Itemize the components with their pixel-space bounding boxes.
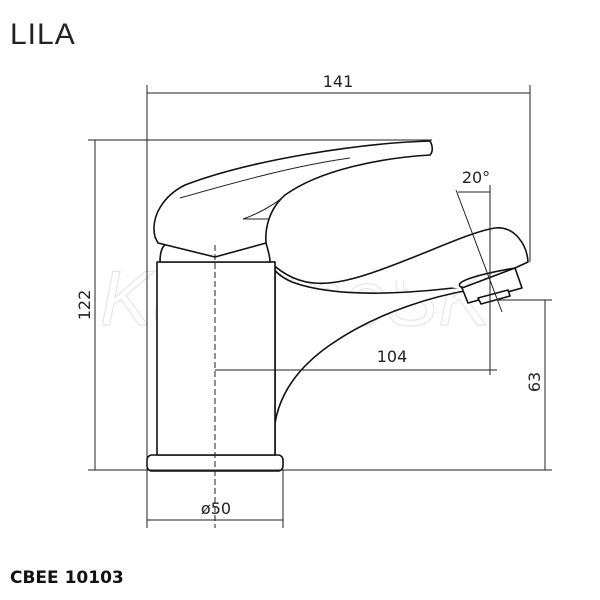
- aerator-tip: [477, 289, 511, 305]
- dimension-104: 104: [377, 347, 408, 366]
- dimension-lines: [88, 85, 552, 528]
- dimension-122: 122: [75, 290, 94, 321]
- lever-handle: [153, 140, 434, 258]
- product-code: CBEE 10103: [10, 568, 124, 588]
- dimension-angle-20: 20°: [462, 168, 490, 187]
- spout-top: [269, 227, 529, 291]
- dimension-63: 63: [525, 372, 544, 392]
- dimension-141: 141: [323, 72, 354, 91]
- dimension-diameter-50: ø50: [201, 499, 231, 518]
- handle-detail: [179, 157, 351, 220]
- faucet-column: [156, 261, 276, 456]
- product-title: LILA: [10, 18, 76, 51]
